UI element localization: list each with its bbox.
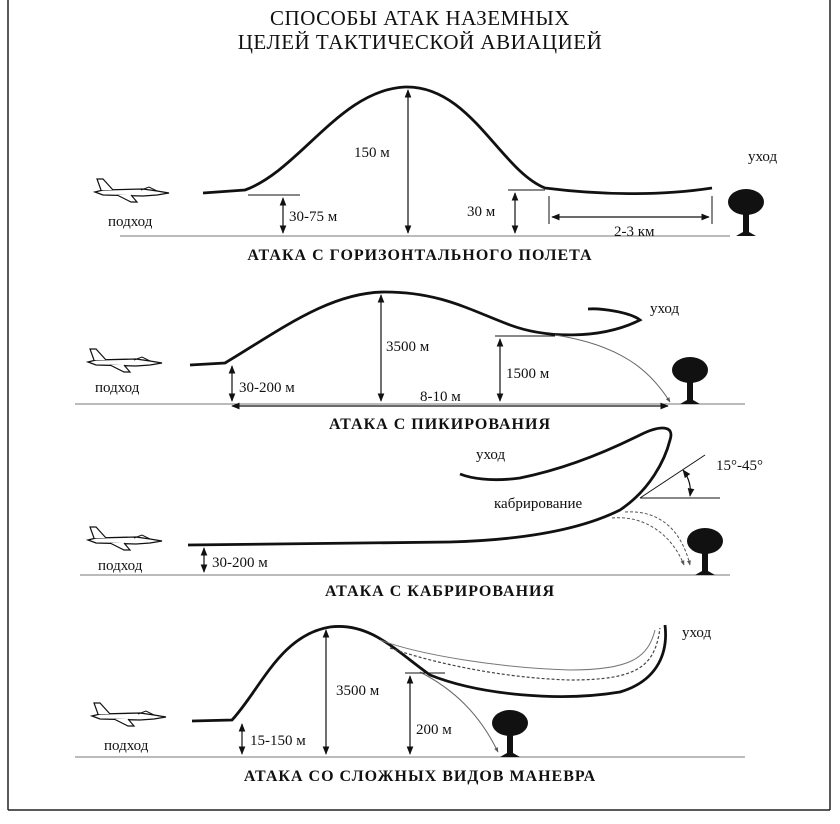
approach-label: подход [104,738,149,754]
altitude-label: 3500 м [336,683,380,699]
panel-caption: АТАКА С КАБРИРОВАНИЯ [325,583,555,600]
angle-label: 15°-45° [716,458,763,474]
panel-maneuver-attack: подход 3500 м 15-150 м 200 м уход АТАКА … [75,624,745,785]
approach-label: подход [95,380,140,396]
flight-path [202,85,713,196]
panel-caption: АТАКА СО СЛОЖНЫХ ВИДОВ МАНЕВРА [244,768,596,785]
approach-altitude-label: 30-200 м [212,555,268,571]
approach-altitude-label: 30-200 м [239,380,295,396]
flight-path [191,624,667,723]
target-tree-icon [728,189,764,236]
panel-toss-attack: подход 30-200 м 15°-45° кабрирование ухо… [80,426,763,600]
exit-label: уход [748,149,777,165]
weapon-trajectory-lower [611,517,685,566]
release-altitude-label: 1500 м [506,366,550,382]
panel-horizontal-attack: подход 150 м 30-75 м 30 м 2-3 км уход АТ… [94,85,777,264]
exit-label: уход [650,301,679,317]
approach-label: подход [108,214,153,230]
altitude-label: 3500 м [386,339,430,355]
pitch-angle-line [639,454,706,499]
target-tree-icon [672,357,708,404]
alternate-path-dashed [389,627,661,681]
altitude-label: 150 м [354,145,390,161]
aircraft-icon [87,526,163,551]
weapon-trajectory [419,671,499,753]
panel-caption: АТАКА С ГОРИЗОНТАЛЬНОГО ПОЛЕТА [247,247,592,264]
weapon-trajectory [554,334,671,403]
angle-arc [682,469,695,497]
release-altitude-label: 200 м [416,722,452,738]
diagram-title-line2: ЦЕЛЕЙ ТАКТИЧЕСКОЙ АВИАЦИЕЙ [237,30,603,54]
distance-label: 2-3 км [614,224,655,240]
diagram-title-line1: СПОСОБЫ АТАК НАЗЕМНЫХ [270,6,570,30]
panel-caption: АТАКА С ПИКИРОВАНИЯ [329,416,551,433]
approach-altitude-label: 15-150 м [250,733,306,749]
distance-label: 8-10 м [420,389,461,405]
aircraft-icon [94,178,170,203]
target-tree-icon [687,528,723,575]
flight-path [187,426,673,547]
exit-label: уход [682,625,711,641]
aircraft-icon [91,702,167,727]
release-altitude-label: 30 м [467,204,496,220]
approach-altitude-label: 30-75 м [289,209,338,225]
pitch-up-label: кабрирование [494,496,582,512]
alternate-path-thin [379,629,656,671]
weapon-trajectory-upper [624,511,691,566]
aircraft-icon [87,348,163,373]
exit-label: уход [476,447,505,463]
approach-label: подход [98,558,143,574]
panel-dive-attack: подход 3500 м 30-200 м 1500 м 8-10 м ухо… [75,290,745,433]
flight-path [189,290,643,367]
